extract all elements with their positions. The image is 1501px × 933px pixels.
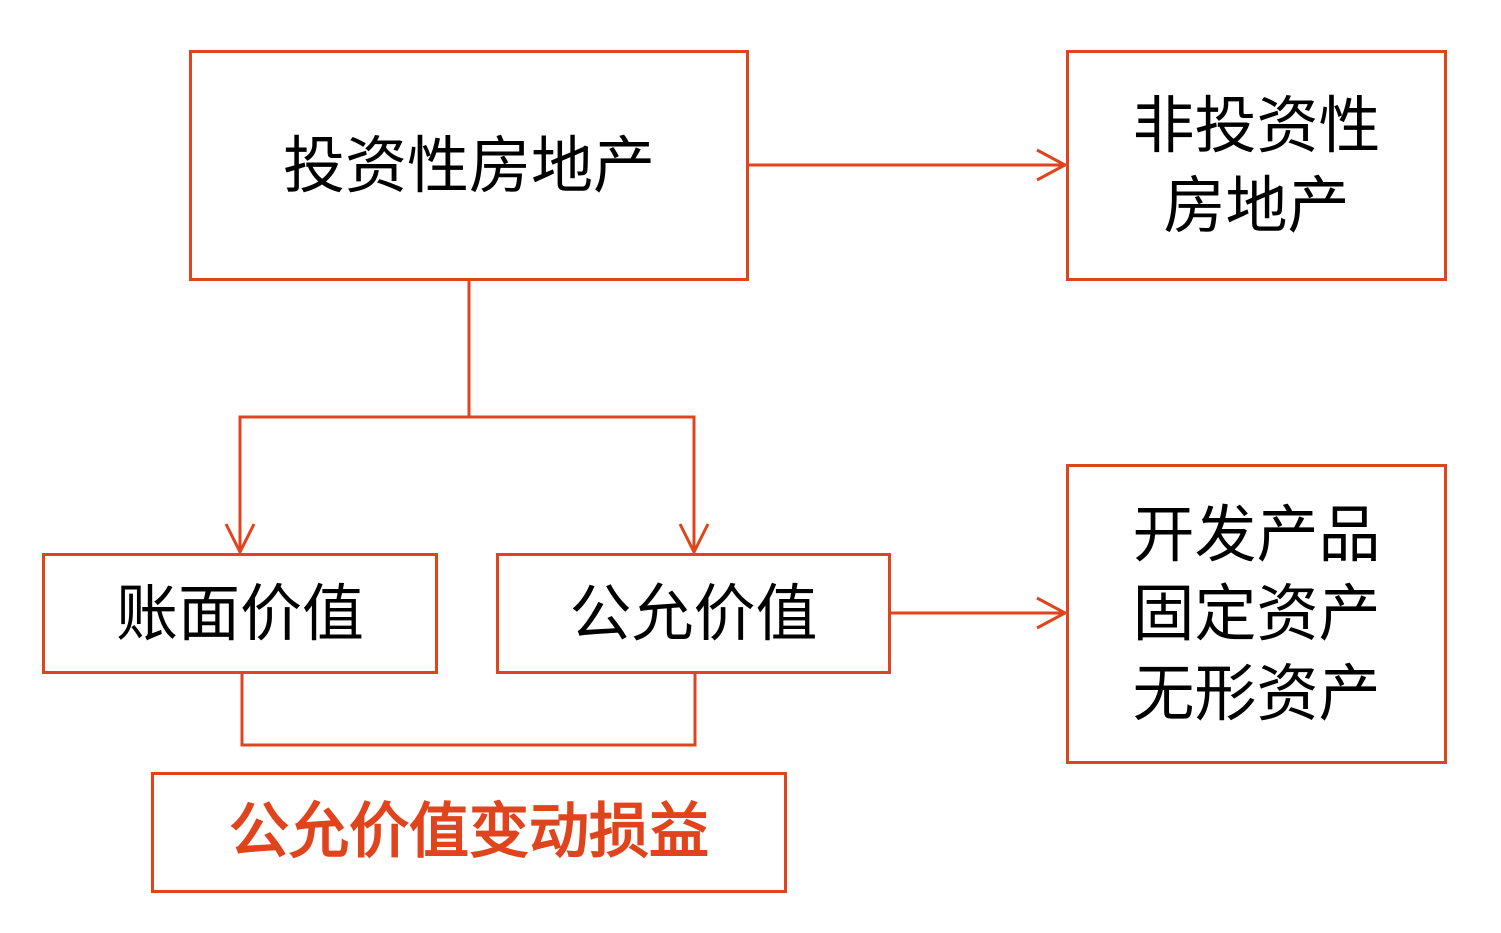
investment-property-box: 投资性房地产 (189, 50, 749, 281)
non-investment-property-label-line-2: 房地产 (1163, 168, 1350, 242)
non-investment-property-box: 非投资性 房地产 (1066, 50, 1447, 281)
arrowhead-other-assets (1036, 596, 1069, 630)
fair-value-change-box: 公允价值变动损益 (151, 772, 787, 893)
fair-value-box: 公允价值 (496, 553, 891, 674)
split-connector-right (469, 415, 696, 552)
fair-value-change-label: 公允价值变动损益 (229, 797, 709, 868)
other-assets-label-line-1: 开发产品 (1132, 497, 1381, 571)
other-assets-label-line-3: 无形资产 (1132, 656, 1381, 730)
fair-value-label: 公允价值 (569, 576, 818, 650)
book-value-label: 账面价值 (115, 576, 364, 650)
non-investment-property-label-line-1: 非投资性 (1132, 89, 1381, 163)
split-connector (238, 280, 471, 552)
investment-property-label: 投资性房地产 (282, 128, 655, 202)
book-value-box: 账面价值 (42, 553, 438, 674)
arrowhead-book-value (224, 523, 256, 556)
difference-bracket (240, 672, 697, 747)
arrowhead-fair-value (678, 523, 710, 556)
arrowhead-non-investment (1036, 148, 1069, 182)
other-assets-box: 开发产品 固定资产 无形资产 (1066, 464, 1447, 764)
other-assets-label-line-2: 固定资产 (1132, 577, 1381, 651)
